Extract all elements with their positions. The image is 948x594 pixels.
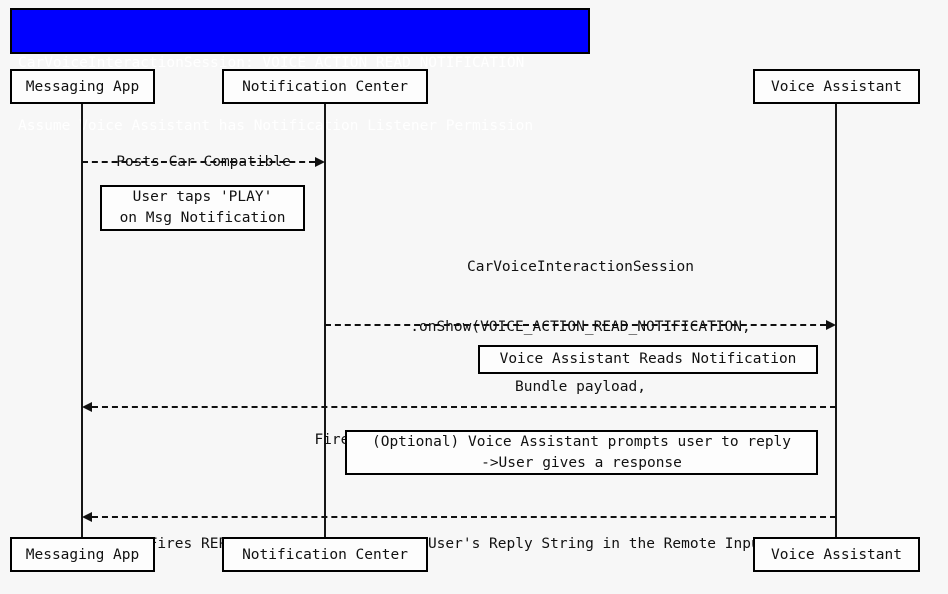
message-label-line-1: CarVoiceInteractionSession <box>467 259 694 275</box>
participant-label: Notification Center <box>242 78 408 95</box>
message-arrowhead-fires-reply-pending-intent <box>82 512 92 522</box>
note-line-2: ->User gives a response <box>481 454 682 471</box>
note-line-2: on Msg Notification <box>119 210 286 226</box>
note-line-1: Voice Assistant Reads Notification <box>499 351 797 367</box>
message-arrowhead-on-show-read-notification <box>826 320 836 330</box>
lifeline-voice-assistant <box>835 103 837 537</box>
note-user-taps-play: User taps 'PLAY' on Msg Notification <box>100 185 305 231</box>
note-optional-prompt-user-reply: (Optional) Voice Assistant prompts user … <box>345 430 818 475</box>
message-label-line-3: Bundle payload, <box>515 379 646 395</box>
participant-footer-voice-assistant[interactable]: Voice Assistant <box>753 537 920 572</box>
diagram-title-line-2: Assume Voice Assistant has Notification … <box>18 118 534 134</box>
participant-label: Messaging App <box>25 78 140 95</box>
diagram-title: CarVoiceInteractionSession: VOICE_ACTION… <box>10 8 590 134</box>
diagram-title-line-1: CarVoiceInteractionSession: VOICE_ACTION… <box>18 55 525 71</box>
participant-header-voice-assistant[interactable]: Voice Assistant <box>753 69 920 104</box>
note-line-1: User taps 'PLAY' <box>132 189 273 205</box>
message-label-fires-reply-pending-intent: Fires REPLY Pending Intent with User's R… <box>82 494 835 594</box>
participant-header-messaging-app[interactable]: Messaging App <box>10 69 155 104</box>
message-arrowhead-posts-car-compatible-notification <box>315 157 325 167</box>
participant-label: Voice Assistant <box>771 546 902 563</box>
message-arrowhead-fires-mark-as-read <box>82 402 92 412</box>
participant-header-notification-center[interactable]: Notification Center <box>222 69 428 104</box>
participant-footer-messaging-app[interactable]: Messaging App <box>10 537 155 572</box>
lifeline-notification-center <box>324 103 326 537</box>
note-line-1: (Optional) Voice Assistant prompts user … <box>371 433 792 450</box>
message-arrow-fires-reply-pending-intent <box>92 516 836 518</box>
participant-label: Notification Center <box>242 546 408 563</box>
participant-label: Messaging App <box>25 546 140 563</box>
message-arrow-on-show-read-notification <box>325 324 826 326</box>
message-label-line-1: Fires REPLY Pending Intent with User's R… <box>148 536 769 552</box>
message-label-line-2: .onShow(VOICE_ACTION_READ_NOTIFICATION, <box>410 319 751 335</box>
message-arrow-fires-mark-as-read <box>92 406 836 408</box>
participant-label: Voice Assistant <box>771 78 902 95</box>
note-voice-assistant-reads-notification: Voice Assistant Reads Notification <box>478 345 818 374</box>
message-arrow-posts-car-compatible-notification <box>82 161 315 163</box>
lifeline-messaging-app <box>81 103 83 537</box>
participant-footer-notification-center[interactable]: Notification Center <box>222 537 428 572</box>
